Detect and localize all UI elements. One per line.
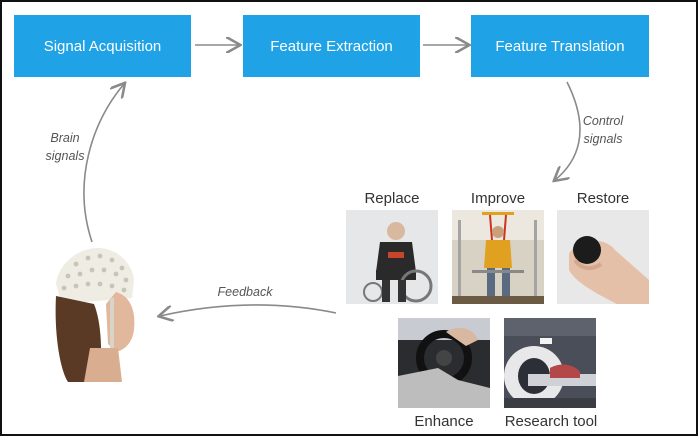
control-signals-label: Control signals xyxy=(582,114,624,146)
arrow-brain-signals xyxy=(83,84,124,243)
eeg-cap-photo xyxy=(54,244,136,382)
enhance-photo xyxy=(398,318,490,408)
arrow-control-signals xyxy=(555,81,581,180)
replace-photo xyxy=(346,210,438,304)
brain-signals-label: Brain signals xyxy=(45,131,85,163)
improve-label: Improve xyxy=(470,190,526,207)
signal-acquisition-box: Signal Acquisition xyxy=(14,15,191,77)
feature-extraction-box: Feature Extraction xyxy=(243,15,420,77)
restore-photo xyxy=(557,210,649,304)
feedback-label: Feedback xyxy=(217,285,273,299)
feature-translation-box: Feature Translation xyxy=(471,15,649,77)
research-tool-label: Research tool xyxy=(504,413,598,430)
arrow-feedback xyxy=(160,304,337,316)
replace-label: Replace xyxy=(364,190,420,207)
enhance-label: Enhance xyxy=(414,413,474,430)
restore-label: Restore xyxy=(576,190,630,207)
research-tool-photo xyxy=(504,318,596,408)
improve-photo xyxy=(452,210,544,304)
